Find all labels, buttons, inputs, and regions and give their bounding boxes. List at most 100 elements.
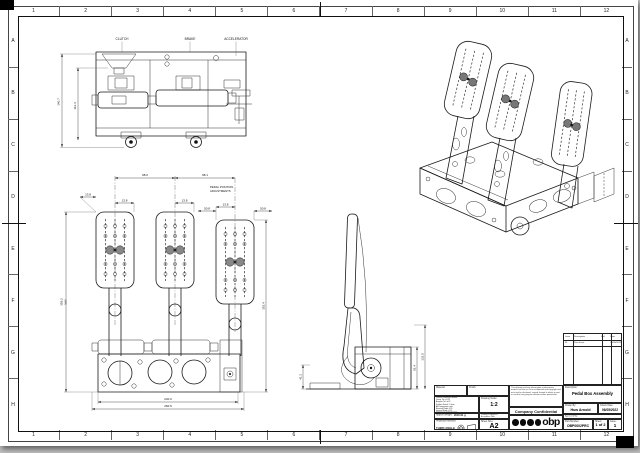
grid-cell-label: E [622, 224, 632, 276]
sheet-value: 1 of 2 [595, 423, 606, 428]
side-view: 91.4 132.5 41.3 [299, 213, 427, 390]
front-dim-height-max: 359.2 [60, 298, 64, 306]
front-dim-base-width: 240.0 [164, 397, 172, 401]
grid-cell-label: G [622, 327, 632, 380]
description-label: Description: [565, 385, 578, 389]
revision-ref [600, 340, 609, 346]
revision-description: First Issue [574, 342, 585, 344]
side-dim-left: 41.3 [299, 374, 303, 380]
logo-text: obp [542, 416, 560, 429]
grid-cell-label: 11 [529, 430, 581, 440]
material-label: Material: [436, 385, 446, 389]
grid-cell-label: D [8, 172, 18, 224]
grid-cell-label: F [622, 275, 632, 328]
grid-cell-label: 8 [373, 6, 425, 16]
grid-cell-label: F [8, 275, 18, 328]
grid-cell-label: 12 [603, 432, 610, 438]
front-dim-accel-right: 50.8 [260, 206, 266, 210]
side-dim-base-height: 91.4 [413, 365, 417, 371]
confidential-box: Company Confidential [509, 407, 563, 415]
revision-issue: 01 [565, 342, 568, 344]
tolerance-line: Unless Otherwise Stated: [436, 397, 458, 399]
grid-cell-label: B [622, 68, 632, 120]
sheet-number-box: Sheet: 1 of 2 [593, 419, 608, 430]
check-date-box: Check Date: 06/05/2022 [598, 403, 622, 414]
grid-cell-label: 12 [603, 8, 610, 14]
iso-pad-clutch [443, 40, 493, 120]
revision-table: Issue Description Ref Date 01 First Issu… [563, 333, 622, 385]
centering-mark-top [319, 2, 321, 16]
standard-box: Drawing Produced In Accordance With: BS8… [479, 413, 509, 419]
issue-label: Issue: [610, 419, 617, 423]
base-holes [101, 357, 211, 389]
tolerance-line: Linear Tol: ±0.25 [436, 399, 450, 402]
drawn-by-label: Drawn By: [565, 403, 577, 407]
front-dim-height-max-suffix: MAX [64, 299, 67, 305]
grid-cell-label: 5 [216, 430, 269, 440]
grid-cell-label: 3 [112, 430, 165, 440]
description-box: Description: Pedal Box Assembly [563, 385, 622, 403]
grid-cell-label: 7 [320, 6, 373, 16]
confidential-label: Company Confidential [514, 408, 558, 414]
grid-cell-label: 5 [216, 6, 269, 16]
side-dim-overall-height: 132.5 [421, 353, 425, 361]
grid-cell-label: 1 [8, 430, 61, 440]
standard-label: Drawing Produced In Accordance With: [481, 413, 498, 418]
grid-cell-label: 9 [425, 430, 477, 440]
sheet-size-box: Sheet Size: A2 [479, 419, 509, 430]
front-dim-offset-3: 13.8 [182, 198, 188, 202]
front-dim-offset-1: 13.8 [85, 192, 91, 196]
grid-cell-label: 8 [373, 430, 425, 440]
front-dim-span-right: 98.1 [202, 173, 208, 177]
front-dim-offset-4: 13.8 [223, 202, 229, 206]
centering-mark-bottom [319, 430, 321, 444]
tolerance-box: Unless Otherwise Stated: Linear Tol: ±0.… [434, 396, 479, 413]
grid-cell-label: A [622, 16, 632, 68]
weight-box: Approx Weight: 2040.91 g [434, 413, 479, 419]
pad-adjusters [105, 245, 245, 267]
grid-cell-label: H [625, 401, 629, 408]
grid-cell-label: B [8, 68, 18, 120]
grid-cell-label: 1 [8, 6, 61, 16]
plan-dim-inner: 112.4 [73, 102, 77, 110]
revision-header-ref: Ref [601, 336, 605, 338]
grid-cell-label: 9 [425, 6, 477, 16]
third-angle-projection-icon [456, 424, 476, 429]
check-date-value: 06/05/2022 [602, 408, 618, 413]
grid-cell-label: C [622, 120, 632, 172]
pad-holes [103, 224, 247, 292]
front-dim-height-right: 352.4 [261, 302, 265, 310]
grid-cell-label: 4 [164, 6, 217, 16]
obp-logo: obp [510, 416, 562, 429]
grid-cell-label: 10 [477, 6, 529, 16]
title-block: Issue Description Ref Date 01 First Issu… [434, 333, 622, 430]
iso-pad-accelerator [551, 81, 593, 167]
revision-date: 06/05/2022 [610, 342, 621, 344]
iso-pad-brake [485, 62, 535, 142]
centering-mark-right [614, 222, 638, 224]
revision-header-row: Issue Description Ref Date [564, 334, 621, 340]
logo-dot-icon [519, 419, 527, 426]
plan-label-clutch: CLUTCH [116, 37, 130, 41]
check-date-label: Check Date: [600, 403, 614, 407]
part-number-label: Part Number: [565, 419, 580, 423]
tolerance-line: Internal Radii: 0.25 [436, 410, 452, 413]
revision-header-issue: Issue [565, 336, 571, 338]
grid-cell-label: E [8, 224, 18, 276]
isometric-view [419, 40, 615, 236]
logo-dot-icon [512, 419, 519, 426]
tolerance-line: Surface Finish: 1.6µm [436, 403, 455, 406]
drawn-by-box: Drawn By: Huw Arnold [563, 403, 598, 414]
projection-box: Projection Method: THIRD ANGLE [434, 419, 479, 430]
projection-value: THIRD ANGLE [435, 426, 455, 430]
grid-cell-label: 7 [320, 430, 373, 440]
revision-row: 01 First Issue 06/05/2022 [564, 340, 621, 346]
sheet-outer-frame [8, 6, 634, 442]
front-view: 98.0 98.1 PEDAL POSITION ADJUSTMENTS 13.… [60, 173, 273, 411]
front-dim-overall-width: 260.5 [164, 404, 172, 408]
grid-cell-label: G [8, 327, 18, 380]
tolerance-line: Angular Tol: ±0.5° [436, 401, 451, 404]
approx-weight-label: Approx Weight: [436, 414, 453, 417]
approved-box: Approved By: [563, 414, 622, 419]
